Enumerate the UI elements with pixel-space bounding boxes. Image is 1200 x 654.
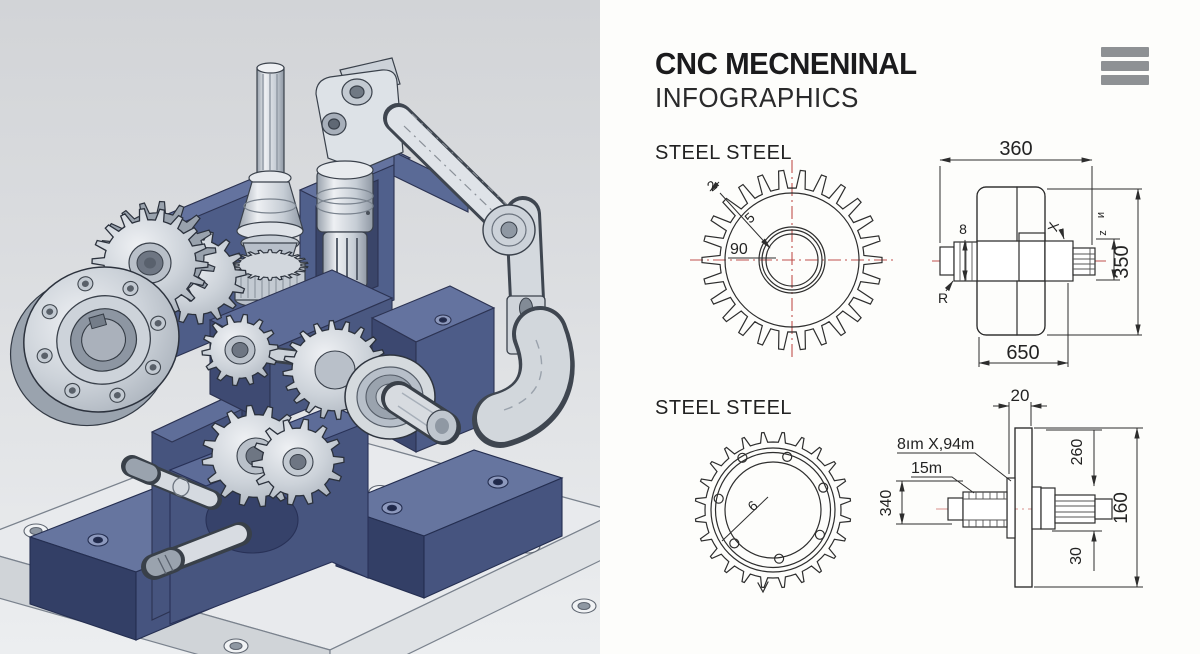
hamburger-menu-icon[interactable] xyxy=(1101,47,1149,89)
steel-label-1: STEEL STEEL xyxy=(655,142,792,164)
menu-bar xyxy=(1101,47,1149,57)
gear-callout-bore: 90 xyxy=(730,241,748,258)
flange-bolt-ring xyxy=(36,276,167,403)
shaft-section-drawing-top: 360 8 R X и z 350 xyxy=(932,138,1142,367)
dim-340: 340 xyxy=(878,490,895,517)
gear-front-view-drawing: 2 5 90 xyxy=(690,160,894,360)
gear-callout-pitch: 5 xyxy=(741,209,758,226)
dim-30: 30 xyxy=(1068,547,1085,565)
dim-350: 350 xyxy=(1111,245,1133,278)
flange-bearing-housing xyxy=(9,266,180,427)
callout-z: z xyxy=(1097,230,1109,236)
menu-bar xyxy=(1101,75,1149,85)
callout-i: и xyxy=(1095,212,1107,218)
dim-160: 160 xyxy=(1111,492,1132,524)
technical-drawings: STEEL STEEL 2 5 90 xyxy=(655,138,1143,594)
shaft-section-drawing-bottom: 20 8ım X,94m 15m 340 260 30 xyxy=(878,386,1143,588)
machine-render-panel xyxy=(0,0,600,654)
gear-callout-tooth: 2 xyxy=(704,177,720,194)
dim-260: 260 xyxy=(1069,439,1086,466)
sprocket-front-view-drawing: 6 xyxy=(694,431,852,594)
note-spline: 8ım X,94m xyxy=(897,436,974,453)
page-title: CNC MECNENINAL xyxy=(655,46,917,81)
page-subtitle: INFOGRAPHICS xyxy=(655,82,859,113)
machine-3d-illustration xyxy=(0,57,600,654)
dim-20: 20 xyxy=(1011,386,1030,405)
sprocket-bolt-holes xyxy=(713,451,829,564)
spindle-assembly xyxy=(315,57,404,319)
steel-label-2: STEEL STEEL xyxy=(655,397,792,419)
linkage-arm xyxy=(383,103,575,448)
dim-360: 360 xyxy=(999,138,1032,160)
dim-650: 650 xyxy=(1006,342,1039,364)
gear-bottom-cluster xyxy=(121,404,345,580)
note-key: 15m xyxy=(911,460,942,477)
callout-X: X xyxy=(1044,219,1062,233)
menu-bar xyxy=(1101,61,1149,71)
callout-R: R xyxy=(938,290,948,306)
dim-8: 8 xyxy=(959,221,967,237)
drawings-panel: CNC MECNENINAL INFOGRAPHICS STEEL STEEL xyxy=(600,0,1200,654)
